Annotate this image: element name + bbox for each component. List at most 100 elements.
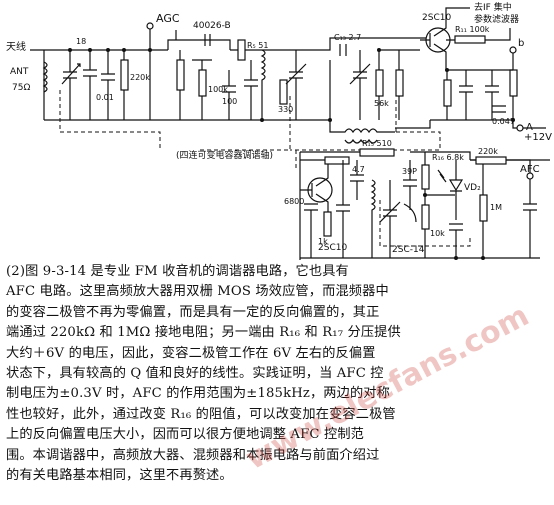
junction-dot	[68, 48, 72, 52]
c13-label: C₁₃ 2.7	[334, 33, 361, 42]
filter-note-2: 参数滤波器	[474, 13, 519, 25]
body-line: 大约＋6V 的电压，因此，变容二极管工作在 6V 左右的反偏置	[6, 345, 376, 361]
r16-label: R₁₆ 6.8k	[432, 153, 464, 162]
body-line: (2)图 9-3-14 是专业 FM 收音机的调谐器电路，它也具有	[6, 264, 349, 279]
supply-label: +12V	[524, 132, 552, 143]
mosfet-label: 40026-B	[193, 21, 231, 31]
cax-var-cap	[379, 180, 401, 258]
c-100	[222, 70, 236, 120]
transistor-top-label: 2SC10	[422, 13, 451, 23]
resistor-220k-a	[120, 59, 129, 91]
body-line: AFC 电路。这里高频放大器用双栅 MOS 场效应管，而混频器中	[6, 284, 389, 300]
node-a-terminal	[516, 124, 524, 132]
r-top-label: R₁₁ 100k	[455, 25, 490, 34]
node-b-label: b	[518, 38, 524, 49]
resistor-100k	[198, 69, 207, 97]
resistor-r5	[237, 39, 246, 61]
mosfet-gates	[167, 30, 255, 51]
junction-dot	[454, 256, 458, 260]
r100k-wire	[192, 59, 212, 120]
junction-dot	[481, 256, 485, 260]
body-line: 制电压为±0.3V 时，AFC 的作用范围为±185kHz，两边的对称	[6, 386, 390, 402]
mosfet-cap	[204, 34, 211, 46]
r15-label: R₁₅ 510	[362, 139, 392, 148]
afc-terminal	[526, 172, 534, 180]
c-39p	[403, 160, 417, 223]
junction-dot	[260, 118, 264, 122]
r330-label: 330	[278, 105, 293, 114]
ant-label: ANT	[10, 67, 29, 77]
body-line: 端通过 220kΩ 和 1MΩ 接地电阻；另一端由 R₁₆ 和 R₁₇ 分压提供	[6, 325, 401, 341]
r220k-b-label: 220k	[478, 147, 498, 156]
tuning-caps	[285, 50, 307, 120]
c3-plates	[101, 73, 115, 81]
junction-dots	[68, 48, 515, 260]
r220k-a-label: 220k	[130, 73, 150, 82]
c-4p7	[350, 160, 364, 200]
junction-dot	[328, 118, 332, 122]
afc-label: AFC	[520, 164, 540, 175]
c-6800-a	[244, 60, 258, 120]
agc-label: AGC	[156, 12, 180, 25]
c39p-label: 39P	[402, 167, 417, 176]
antenna-coil	[42, 61, 48, 93]
junction-dot	[377, 48, 381, 52]
c-6800-b	[304, 203, 318, 258]
c4p7-label: 4.7	[352, 165, 365, 174]
c100-label: 100	[222, 97, 237, 106]
mid-wire	[379, 49, 420, 120]
c-0047-lower	[449, 223, 463, 258]
osc-caps	[329, 50, 371, 120]
vd-label: VD₂	[464, 183, 481, 193]
ant-ohm-label: 75Ω	[12, 83, 30, 93]
varactor-vd2	[448, 179, 464, 192]
mixer-top-wire	[255, 37, 430, 51]
transistor-left-leads	[300, 164, 329, 220]
agc-terminal	[146, 22, 154, 30]
r1k-label: 1k	[318, 237, 328, 246]
resistor-r17	[421, 204, 430, 230]
transistor-top-leads	[420, 18, 447, 70]
antenna-label: 天线	[6, 40, 26, 53]
resistor-r1	[509, 69, 518, 97]
transistor-left-label: 2SC10	[318, 243, 347, 253]
c-10	[336, 160, 350, 258]
resistor-220k-b	[475, 156, 507, 165]
body-line: 上的反向偏置电压大小，因而可以很方便地调整 AFC 控制范	[6, 427, 364, 443]
ic-bottom-label: 2SC-14	[392, 245, 425, 255]
c0047-label: 0.047	[492, 117, 515, 126]
r10k-label: 10k	[430, 229, 445, 238]
body-line: 的有关电路基本相同，这里不再赘述。	[6, 468, 233, 484]
node-b-terminal	[509, 46, 517, 54]
supply-wire	[395, 50, 546, 129]
r1m-label: 1M	[490, 203, 502, 212]
body-line: 的变容二极管不再为零偏置，而是具有一定的反向偏置的，其正	[6, 304, 380, 320]
c13-plates	[339, 44, 347, 56]
c18-label: 18	[76, 37, 86, 46]
c2-plates	[83, 69, 97, 77]
junction-dot	[423, 193, 427, 197]
resistor-r11	[454, 35, 486, 44]
c-0047-top	[492, 105, 506, 113]
cap-col-right	[446, 70, 499, 120]
afc-rail	[470, 159, 531, 258]
rf-coil	[260, 49, 266, 120]
if-coil-a	[329, 120, 395, 134]
tuning-shaft-bracket	[59, 90, 441, 151]
filter-note-1: 去IF 集中	[474, 1, 512, 13]
if-coil-b	[344, 138, 378, 144]
body-line: 性也较好，此外，通过改变 R₁₆ 的阻值，可以改变加在变容二极管	[6, 406, 396, 422]
r100k-label: 100k	[208, 85, 228, 94]
junction-dot	[511, 118, 515, 122]
junction-dot	[445, 68, 449, 72]
resistor-r9	[443, 79, 452, 107]
variable-arrow	[61, 63, 81, 85]
c-0047-afc	[523, 180, 537, 258]
junction-dot	[106, 48, 110, 52]
r56k-label: 56k	[374, 99, 389, 108]
agc-line	[149, 28, 168, 120]
resistor-56k	[375, 69, 384, 97]
varactor-leads	[437, 160, 462, 220]
body-line: 围。本调谐器中，高频放大器、混频器和本振电路与前面介绍过	[6, 447, 380, 463]
resistor-r-mid	[395, 69, 404, 97]
